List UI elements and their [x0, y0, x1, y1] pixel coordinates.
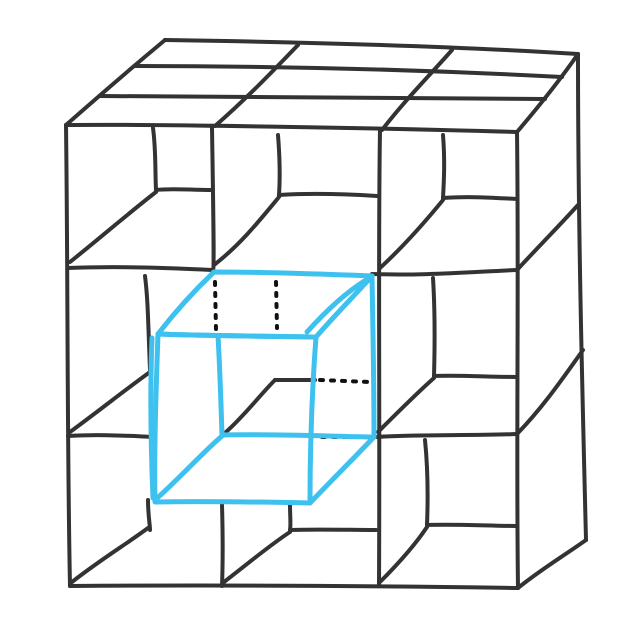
- front-row-line-1: [66, 265, 214, 272]
- cell-r1c3-back: [441, 133, 447, 200]
- front-face-left-edge: [64, 123, 72, 588]
- cell-r1c2-diag: [212, 195, 281, 267]
- cell-r3c1-back: [146, 498, 152, 532]
- cell-r1c1-diag: [68, 190, 158, 264]
- top-face-right-edge: [515, 52, 580, 134]
- hidden-edge-middle: [318, 378, 372, 384]
- top-face-divider-1: [213, 43, 300, 128]
- cell-r3c3-floor: [425, 522, 519, 528]
- cube-inner-vertical: [215, 333, 225, 438]
- cell-r2c3-back: [431, 276, 437, 378]
- cell-r1c3-diag: [378, 198, 445, 270]
- front-column-line-1: [210, 126, 216, 274]
- front-row-line-4: [374, 432, 519, 439]
- cell-r3c3-diag: [378, 525, 429, 584]
- top-face-divider-3: [98, 94, 547, 101]
- cube-inner-diagonal: [152, 433, 225, 503]
- cell-r1c3-floor: [441, 195, 519, 201]
- front-column-line-3: [220, 503, 225, 588]
- cell-r3c1-diag: [70, 526, 150, 584]
- front-face-bottom-edge: [68, 583, 520, 590]
- cell-r1c1-back: [151, 126, 158, 192]
- right-face-back-edge: [576, 52, 588, 542]
- cell-r1c2-back: [276, 133, 282, 197]
- hidden-edge-back-right: [274, 280, 279, 330]
- cell-r3c2-diag: [222, 530, 292, 584]
- top-face-left-edge: [64, 38, 167, 127]
- highlighted-cube: [148, 269, 377, 506]
- cell-r2c2-inner-1: [224, 378, 277, 434]
- cube-inner-bottom: [219, 432, 375, 440]
- top-face-front-edge: [64, 122, 519, 134]
- cell-r1c1-floor: [154, 187, 214, 192]
- cube-top-right-stroke: [304, 277, 369, 335]
- cell-r1c2-floor: [277, 191, 379, 198]
- top-face-back-edge: [163, 38, 580, 56]
- cube-bottom-right-edge: [307, 434, 377, 506]
- cell-r2c1-diag: [68, 370, 152, 434]
- cell-r2c3-floor: [432, 373, 519, 379]
- front-row-line-3: [66, 433, 157, 439]
- cube-left-edge-stroke: [148, 335, 156, 501]
- right-face-row-1: [515, 203, 580, 272]
- top-face-divider-4: [133, 64, 564, 79]
- cell-r2c3-diag: [376, 376, 436, 434]
- right-face-bottom-edge: [516, 538, 588, 590]
- grid-block: [64, 38, 588, 590]
- front-column-line-2: [377, 128, 382, 588]
- front-row-line-2: [370, 268, 519, 277]
- top-face-divider-2: [380, 48, 454, 132]
- cube-top-face: [155, 269, 375, 340]
- right-face-row-2: [515, 348, 585, 436]
- hidden-edge-back-left: [213, 280, 218, 332]
- cell-r3c3-back: [423, 438, 430, 527]
- cube-back-right-edge: [369, 273, 377, 440]
